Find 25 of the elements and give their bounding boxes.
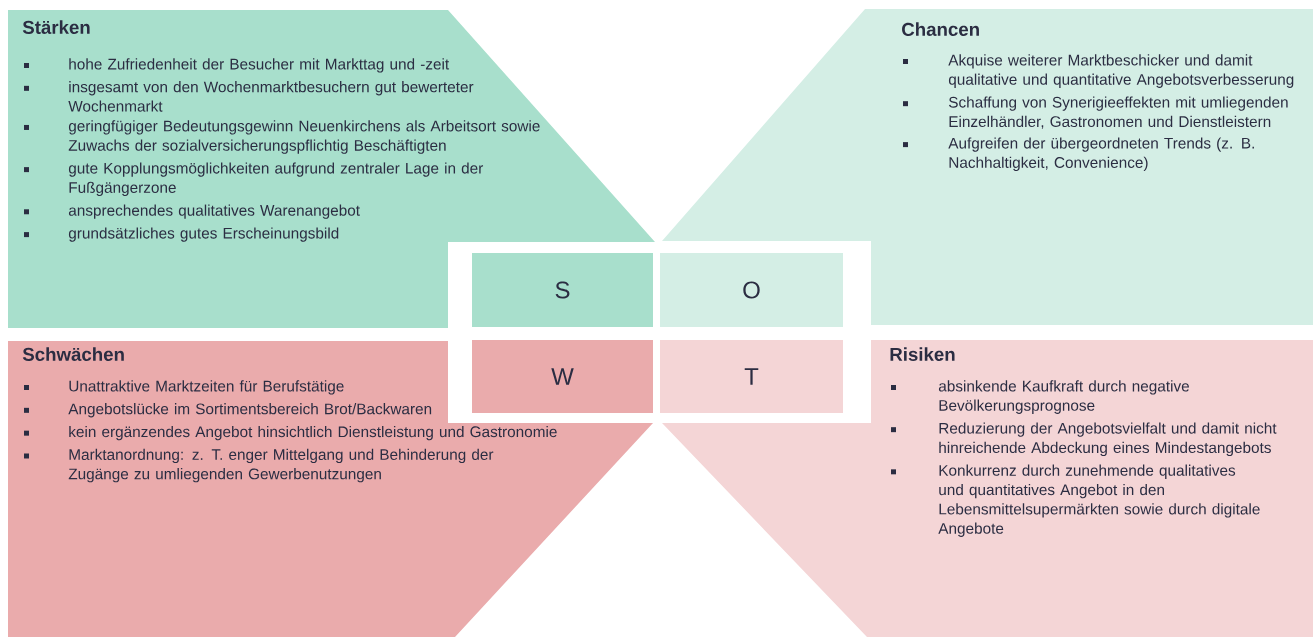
bullet-text: Marktanordnung: z. T. enger Mittelgang und Behinderung der Zugänge zu umliegenden Gewerbenutzungen xyxy=(68,448,494,483)
panel-heading: Chancen xyxy=(902,22,979,36)
letter-box: T xyxy=(660,340,843,413)
panel-heading: Risiken xyxy=(890,347,955,361)
bullet-text: hohe Zufriedenheit der Besucher mit Markttag und -zeit xyxy=(69,58,450,73)
swot-panel xyxy=(8,341,653,637)
bullet-text: kein ergänzendes Angebot hinsichtlich Dienstleistung und Gastronomie xyxy=(69,425,557,441)
letter-box: S xyxy=(472,253,653,327)
bullet-text: Angebotslücke im Sortimentsbereich Brot/Backwaren xyxy=(68,403,432,418)
bullet-text: Aufgreifen der übergeordneten Trends (z. B. Nachhaltigkeit, Convenience) xyxy=(948,137,1254,171)
bullet-text: absinkende Kaufkraft durch negative Bevölkerungsprognose xyxy=(938,380,1189,414)
panel-heading: Stärken xyxy=(22,20,90,34)
letter-box: W xyxy=(472,340,653,413)
swot-panel xyxy=(8,10,655,328)
letter-box: O xyxy=(660,253,843,327)
bullet-text: Akquise weiterer Marktbeschicker und damit qualitative und quantitative Angebotsverbesserung xyxy=(948,54,1294,88)
bullet-text: Unattraktive Marktzeiten für Berufstätige xyxy=(69,380,344,395)
swot-panel xyxy=(662,9,1313,325)
bullet-text: Konkurrenz durch zunehmende qualitatives und quantitatives Angebot in den Lebensmittelsupermärkten sowie durch digitale Angebote xyxy=(938,464,1260,537)
swot-panel xyxy=(662,340,1313,637)
panel-heading: Schwächen xyxy=(22,347,124,361)
bullet-text: Schaffung von Synerigieeffekten mit umliegenden Einzelhändler, Gastronomen und Dienstleistern xyxy=(948,96,1288,129)
bullet-text: Reduzierung der Angebotsvielfalt und damit nicht hinreichende Abdeckung eines Mindestangebots xyxy=(939,422,1277,457)
bullet-text: grundsätzliches gutes Erscheinungsbild xyxy=(68,227,339,242)
bullet-text: ansprechendes qualitatives Warenangebot xyxy=(68,204,360,219)
